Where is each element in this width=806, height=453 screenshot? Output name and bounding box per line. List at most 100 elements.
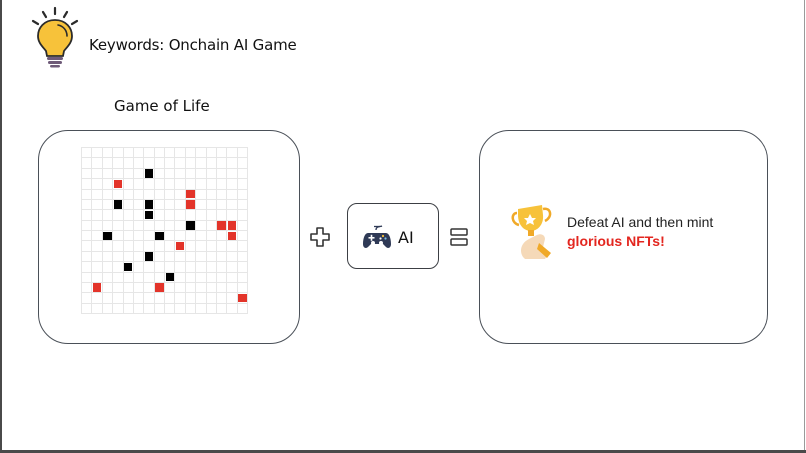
grid-cell <box>113 231 124 242</box>
grid-cell <box>102 303 114 314</box>
live-cell-red <box>92 282 103 294</box>
grid-cell <box>206 272 217 283</box>
grid-cell <box>227 179 238 190</box>
grid-cell <box>206 148 217 159</box>
grid-cell <box>237 241 248 252</box>
grid-cell <box>237 189 248 200</box>
grid-cell <box>165 189 176 200</box>
grid-cell <box>82 210 93 221</box>
grid-cell <box>216 148 228 159</box>
grid-cell <box>237 158 248 169</box>
live-cell-black <box>144 199 155 211</box>
grid-cell <box>144 189 155 200</box>
live-cell-red <box>113 179 124 190</box>
grid-cell <box>82 282 93 294</box>
grid-cell <box>227 168 238 180</box>
grid-cell <box>237 272 248 283</box>
grid-cell <box>206 168 217 180</box>
grid-cell <box>154 251 165 263</box>
grid-cell <box>133 148 145 159</box>
grid-cell <box>165 303 176 314</box>
grid-cell <box>82 293 93 304</box>
frame-left-border <box>0 0 2 453</box>
grid-cell <box>196 210 207 221</box>
grid-cell <box>154 272 165 283</box>
grid-cell <box>133 303 145 314</box>
grid-cell <box>185 303 197 314</box>
grid-cell <box>92 272 103 283</box>
grid-cell <box>185 210 197 221</box>
grid-cell <box>82 220 93 231</box>
grid-cell <box>102 199 114 211</box>
game-of-life-title: Game of Life <box>114 97 210 115</box>
grid-cell <box>237 148 248 159</box>
grid-cell <box>92 199 103 211</box>
grid-cell <box>92 179 103 190</box>
grid-cell <box>206 282 217 294</box>
grid-cell <box>175 231 186 242</box>
grid-cell <box>227 303 238 314</box>
lightbulb-icon <box>31 6 79 68</box>
grid-cell <box>175 282 186 294</box>
grid-cell <box>154 262 165 273</box>
grid-cell <box>196 220 207 231</box>
grid-cell <box>92 168 103 180</box>
grid-cell <box>237 282 248 294</box>
grid-cell <box>227 158 238 169</box>
grid-cell <box>227 282 238 294</box>
grid-cell <box>102 262 114 273</box>
grid-cell <box>185 293 197 304</box>
live-cell-red <box>237 293 248 304</box>
grid-cell <box>206 251 217 263</box>
grid-cell <box>165 241 176 252</box>
grid-cell <box>92 241 103 252</box>
grid-cell <box>165 293 176 304</box>
grid-cell <box>102 251 114 263</box>
grid-cell <box>196 293 207 304</box>
grid-cell <box>123 241 134 252</box>
grid-cell <box>196 199 207 211</box>
grid-cell <box>123 293 134 304</box>
grid-cell <box>196 272 207 283</box>
grid-cell <box>175 293 186 304</box>
live-cell-black <box>102 231 114 242</box>
grid-cell <box>175 189 186 200</box>
grid-cell <box>113 262 124 273</box>
grid-cell <box>133 251 145 263</box>
live-cell-red <box>185 189 197 200</box>
grid-cell <box>92 231 103 242</box>
grid-cell <box>196 158 207 169</box>
grid-cell <box>113 272 124 283</box>
grid-cell <box>144 220 155 231</box>
grid-cell <box>227 199 238 211</box>
grid-cell <box>92 251 103 263</box>
live-cell-red <box>185 199 197 211</box>
grid-cell <box>227 262 238 273</box>
grid-cell <box>123 220 134 231</box>
grid-cell <box>102 158 114 169</box>
grid-cell <box>216 303 228 314</box>
ai-player-box: AI <box>347 203 439 269</box>
grid-cell <box>133 210 145 221</box>
grid-cell <box>133 262 145 273</box>
grid-cell <box>133 293 145 304</box>
grid-cell <box>196 231 207 242</box>
grid-cell <box>113 282 124 294</box>
grid-cell <box>216 179 228 190</box>
grid-cell <box>154 168 165 180</box>
grid-cell <box>144 262 155 273</box>
grid-cell <box>92 303 103 314</box>
grid-cell <box>196 179 207 190</box>
grid-cell <box>133 282 145 294</box>
grid-cell <box>185 241 197 252</box>
grid-cell <box>144 158 155 169</box>
grid-cell <box>227 210 238 221</box>
grid-cell <box>206 210 217 221</box>
grid-cell <box>165 158 176 169</box>
grid-cell <box>113 148 124 159</box>
equals-icon <box>450 228 468 246</box>
grid-cell <box>144 272 155 283</box>
gamepad-icon <box>363 225 391 248</box>
grid-cell <box>144 241 155 252</box>
grid-cell <box>237 210 248 221</box>
